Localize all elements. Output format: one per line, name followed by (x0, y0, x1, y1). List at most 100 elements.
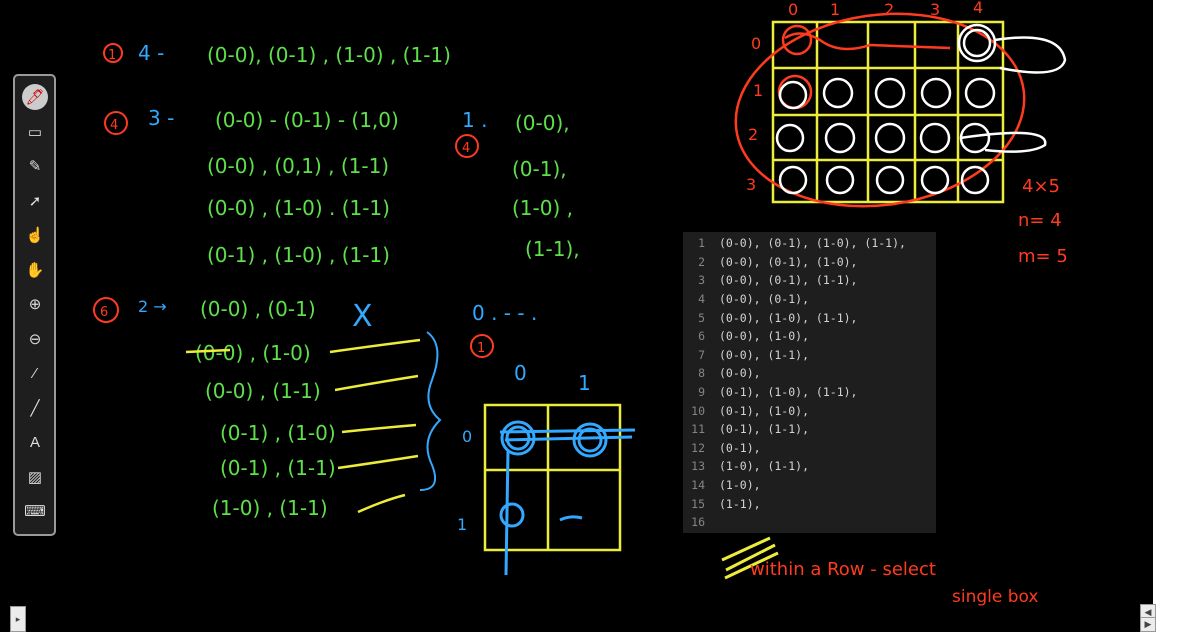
line-tool-icon[interactable]: ╱ (30, 399, 40, 417)
column-label: 1 (578, 371, 591, 395)
code-line[interactable]: 16 (683, 513, 936, 532)
code-text: (0-1), (1-0), (1-1), (719, 385, 858, 400)
line-number: 9 (698, 385, 705, 400)
code-line[interactable]: 13(1-0), (1-1), (683, 457, 936, 476)
pairs-row: (0-0) , (1-0) . (1-1) (207, 196, 390, 220)
line-number: 11 (691, 422, 705, 437)
code-line[interactable]: 1(0-0), (0-1), (1-0), (1-1), (683, 234, 936, 253)
zoom-in-tool-icon[interactable]: ⊕ (28, 296, 42, 313)
count-label: 4 - (138, 41, 164, 65)
column-label: 0 (514, 361, 527, 385)
circled-number-marker (104, 111, 128, 135)
svg-text:1: 1 (753, 81, 763, 100)
code-line[interactable]: 8 (0-0), (683, 364, 936, 383)
code-text: (1-0), (719, 478, 761, 493)
eraser-tool-icon[interactable]: ▭ (27, 123, 43, 141)
svg-text:3: 3 (746, 175, 756, 194)
svg-text:0: 0 (788, 0, 798, 19)
n-equation: n= 4 (1018, 210, 1062, 231)
line-number: 5 (698, 310, 705, 325)
line-number: 10 (691, 403, 705, 418)
code-line[interactable]: 10 (0-1), (1-0), (683, 401, 936, 420)
pairs-row: (1-0) , (1-1) (212, 496, 328, 520)
code-line[interactable]: 2(0-0), (0-1), (1-0), (683, 253, 936, 272)
image-tool-icon[interactable]: ▨ (27, 468, 43, 486)
laser-pointer-tool-icon[interactable]: ☝ (25, 227, 45, 244)
pairs-row: (0-0) , (0,1) , (1-1) (207, 154, 389, 178)
code-text: (0-0), (0-1), (1-0), (1-1), (719, 236, 906, 251)
pairs-row: (0-0) - (0-1) - (1,0) (215, 108, 399, 132)
text-tool-icon[interactable]: A (29, 433, 40, 451)
count-label: 1 . (462, 108, 487, 132)
circled-number-label: 6 (100, 305, 108, 320)
note-line-2: single box (952, 587, 1038, 607)
code-line[interactable]: 4 (0-0), (0-1), (683, 290, 936, 309)
pairs-row: (1-1), (525, 237, 580, 261)
line-number: 4 (698, 292, 705, 307)
small-grid (483, 403, 622, 552)
code-text: (0-0), (1-0), (719, 329, 810, 344)
line-number: 2 (698, 254, 705, 269)
keyboard-tool-icon[interactable]: ⌨ (24, 503, 46, 520)
code-text: (0-1), (1-0), (719, 403, 810, 418)
line-number: 15 (691, 496, 705, 511)
code-line[interactable]: 15 (1-1), (683, 494, 936, 513)
svg-text:2: 2 (884, 0, 894, 19)
row-label: 0 (462, 427, 472, 446)
code-text: (0-1), (1-1), (719, 422, 810, 437)
code-text: (0-0), (0-1), (719, 292, 810, 307)
line-number: 7 (698, 347, 705, 362)
circled-number-label: 4 (462, 141, 470, 156)
code-line[interactable]: 7 (0-0), (1-1), (683, 346, 936, 365)
pairs-row: (0-0), (515, 111, 570, 135)
count-label: 2 → (138, 297, 167, 316)
scroll-down-arrow-icon[interactable]: ▶ (1140, 617, 1156, 632)
line-number: 8 (698, 366, 705, 381)
code-text: (0-0), (719, 366, 761, 381)
svg-text:2: 2 (748, 125, 758, 144)
dimension-label: 4×5 (1022, 176, 1060, 197)
code-line[interactable]: 11 (0-1), (1-1), (683, 420, 936, 439)
line-number: 16 (691, 515, 705, 530)
highlight-strokes (185, 338, 421, 514)
code-text: (1-0), (1-1), (719, 459, 810, 474)
zero-dots-label: 0 . - - . (472, 301, 537, 325)
svg-text:3: 3 (930, 0, 940, 19)
code-line[interactable]: 14 (1-0), (683, 476, 936, 495)
code-line[interactable]: 9 (0-1), (1-0), (1-1), (683, 383, 936, 402)
circled-number-label: 1 (108, 48, 116, 63)
select-tool-icon[interactable]: ➚ (28, 192, 42, 210)
color-picker-tool-icon[interactable]: ⁄ (33, 364, 37, 382)
m-equation: m= 5 (1018, 246, 1068, 267)
big-grid (771, 20, 1005, 204)
big-grid-row-labels: 0 1 2 3 (746, 34, 763, 194)
code-text: (0-0), (1-1), (719, 347, 810, 362)
circled-number-label: 4 (110, 118, 118, 133)
code-line[interactable]: 3 (0-0), (0-1), (1-1), (683, 271, 936, 290)
hand-pan-tool-icon[interactable]: ✋ (25, 261, 45, 279)
code-text: (0-0), (1-0), (1-1), (719, 310, 858, 325)
line-number: 14 (691, 478, 705, 493)
code-line[interactable]: 5 (0-0), (1-0), (1-1), (683, 308, 936, 327)
line-number: 3 (698, 273, 705, 288)
left-scroll-arrow-icon[interactable]: ▸ (10, 606, 26, 632)
pairs-row: (0-1), (512, 157, 567, 181)
circled-number-marker (470, 334, 494, 358)
code-line[interactable]: 6(0-0), (1-0), (683, 327, 936, 346)
cross-mark: X (352, 299, 373, 334)
zoom-out-tool-icon[interactable]: ⊖ (28, 330, 42, 348)
big-grid-white-marks (775, 23, 1067, 195)
pairs-row: (0-0) , (1-1) (205, 379, 321, 403)
code-text: (0-0), (0-1), (1-1), (719, 273, 858, 288)
code-line[interactable]: 12(0-1), (683, 439, 936, 458)
pairs-row: (0-0), (0-1) , (1-0) , (1-1) (207, 43, 451, 67)
pairs-row: (0-0) , (1-0) (195, 341, 311, 365)
pen-tool-icon[interactable]: 🖊 (22, 84, 48, 110)
row-label: 1 (457, 515, 467, 534)
code-text: (1-1), (719, 496, 761, 511)
big-grid-red-marks (734, 12, 1026, 208)
code-editor-panel[interactable]: 1(0-0), (0-1), (1-0), (1-1),2(0-0), (0-1… (683, 232, 936, 533)
pairs-row: (0-1) , (1-1) (220, 456, 336, 480)
highlighter-tool-icon[interactable]: ✎ (28, 158, 42, 175)
